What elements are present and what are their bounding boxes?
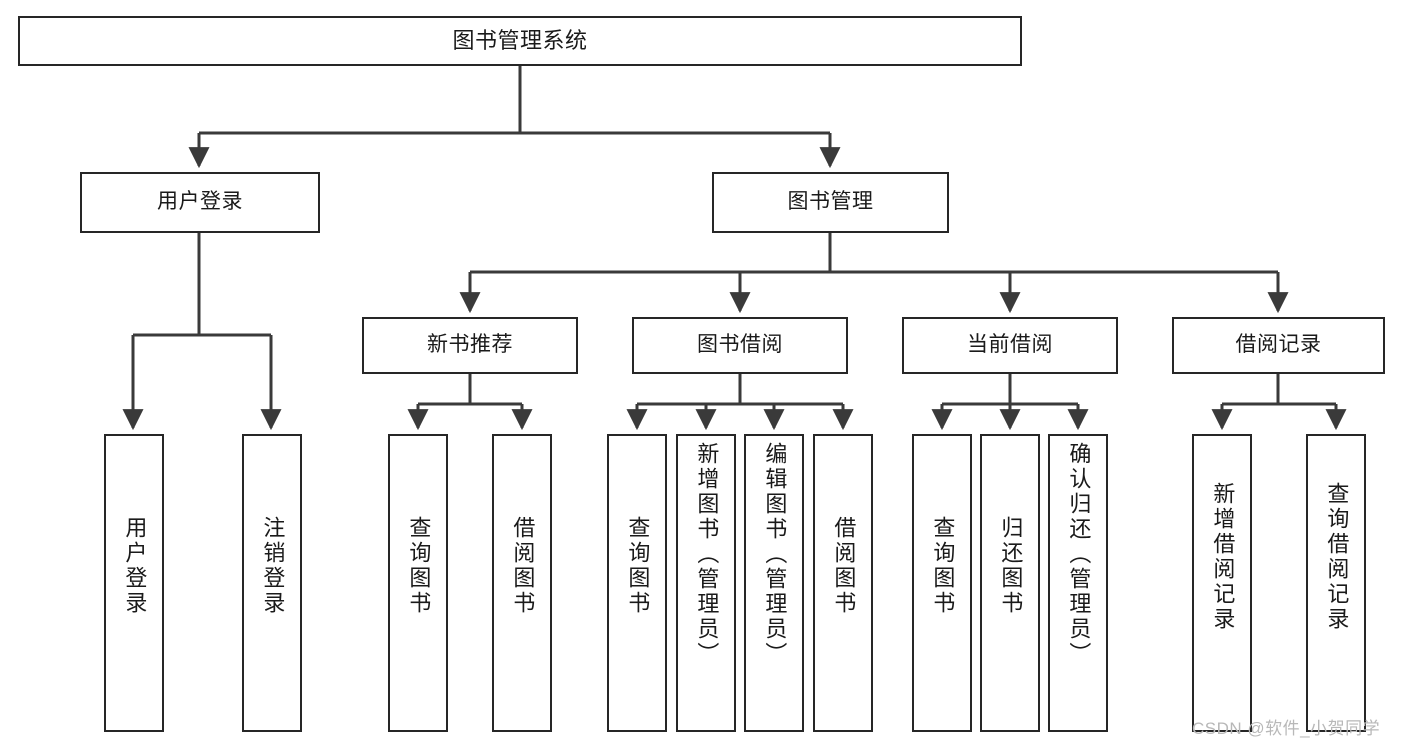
node-leaf-user-login-label: 用户登录: [122, 516, 148, 616]
node-leaf-query-book-1-label: 查询图书: [406, 516, 432, 616]
node-leaf-query-book-3[interactable]: 查询图书: [912, 434, 972, 732]
node-book-borrow-label: 图书借阅: [697, 333, 783, 357]
node-leaf-edit-book-label: 编辑图书（管理员）: [762, 442, 788, 667]
node-root-label: 图书管理系统: [452, 28, 588, 54]
node-user-login[interactable]: 用户登录: [80, 172, 320, 233]
node-leaf-borrow-book-2[interactable]: 借阅图书: [813, 434, 873, 732]
node-root[interactable]: 图书管理系统: [18, 16, 1022, 66]
watermark-csdn: CSDN @软件_小贺同学: [1192, 719, 1381, 738]
node-leaf-query-book-2-label: 查询图书: [625, 516, 651, 616]
node-new-book-recommend[interactable]: 新书推荐: [362, 317, 578, 374]
node-borrow-record-label: 借阅记录: [1235, 333, 1322, 357]
node-leaf-add-book[interactable]: 新增图书（管理员）: [676, 434, 736, 732]
node-leaf-borrow-book-2-label: 借阅图书: [831, 516, 857, 616]
node-book-manage-label: 图书管理: [787, 190, 874, 214]
node-leaf-edit-book[interactable]: 编辑图书（管理员）: [744, 434, 804, 732]
node-leaf-add-book-label: 新增图书（管理员）: [694, 442, 720, 667]
node-borrow-record[interactable]: 借阅记录: [1172, 317, 1385, 374]
node-leaf-borrow-book-1[interactable]: 借阅图书: [492, 434, 552, 732]
node-new-book-recommend-label: 新书推荐: [427, 333, 513, 357]
node-leaf-add-record-label: 新增借阅记录: [1210, 482, 1236, 632]
node-current-borrow-label: 当前借阅: [967, 333, 1053, 357]
node-leaf-query-book-2[interactable]: 查询图书: [607, 434, 667, 732]
node-leaf-query-record[interactable]: 查询借阅记录: [1306, 434, 1366, 732]
node-leaf-borrow-book-1-label: 借阅图书: [510, 516, 536, 616]
node-leaf-user-login[interactable]: 用户登录: [104, 434, 164, 732]
node-leaf-confirm-return-label: 确认归还（管理员）: [1066, 442, 1092, 667]
node-leaf-confirm-return[interactable]: 确认归还（管理员）: [1048, 434, 1108, 732]
node-leaf-query-book-1[interactable]: 查询图书: [388, 434, 448, 732]
node-user-login-label: 用户登录: [157, 190, 243, 214]
node-book-borrow[interactable]: 图书借阅: [632, 317, 848, 374]
node-leaf-logout[interactable]: 注销登录: [242, 434, 302, 732]
node-leaf-return-book-label: 归还图书: [998, 516, 1024, 616]
node-leaf-add-record[interactable]: 新增借阅记录: [1192, 434, 1252, 732]
node-leaf-query-book-3-label: 查询图书: [930, 516, 956, 616]
node-current-borrow[interactable]: 当前借阅: [902, 317, 1118, 374]
node-leaf-query-record-label: 查询借阅记录: [1324, 482, 1350, 632]
node-leaf-logout-label: 注销登录: [260, 516, 286, 616]
node-book-manage[interactable]: 图书管理: [712, 172, 949, 233]
node-leaf-return-book[interactable]: 归还图书: [980, 434, 1040, 732]
